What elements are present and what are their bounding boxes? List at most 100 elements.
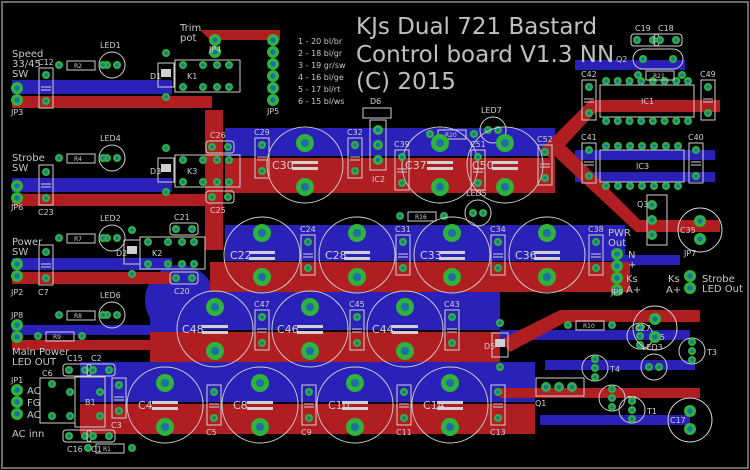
component-label: C34 xyxy=(490,225,506,234)
drill-hole xyxy=(270,61,276,67)
drill-hole xyxy=(212,390,216,394)
capacitor-outline xyxy=(537,144,553,186)
strobe-label-2: SW xyxy=(12,163,28,174)
capacitor-plate xyxy=(439,257,465,260)
component-label: C13 xyxy=(490,428,506,437)
component-label: C3 xyxy=(111,421,122,430)
diode-body xyxy=(157,62,175,88)
capacitor-plate xyxy=(292,167,318,170)
drill-hole xyxy=(614,251,620,257)
component-label: C49 xyxy=(700,70,716,79)
drill-hole xyxy=(270,37,276,43)
resistor-body xyxy=(575,320,605,331)
component-label: C9 xyxy=(301,428,312,437)
drill-hole xyxy=(14,273,20,279)
drill-hole xyxy=(257,228,267,238)
drill-hole xyxy=(117,409,121,413)
drill-hole xyxy=(638,334,642,338)
drill-hole xyxy=(307,390,311,394)
drill-hole xyxy=(652,184,656,188)
component-label: C42 xyxy=(581,70,597,79)
drill-hole xyxy=(227,180,231,184)
capacitor-plate xyxy=(344,257,370,260)
component-label: C24 xyxy=(300,225,316,234)
capacitor-plate xyxy=(492,161,518,164)
component-label: C12 xyxy=(38,58,54,67)
drill-hole xyxy=(676,144,680,148)
drill-hole xyxy=(450,315,454,319)
component-label: C5 xyxy=(206,428,217,437)
component-label: JP4 xyxy=(208,45,221,54)
drill-hole xyxy=(435,138,445,148)
capacitor-plate xyxy=(437,407,463,410)
title-line-3: (C) 2015 xyxy=(356,69,456,95)
electrolytic-capacitor-outline xyxy=(411,366,489,444)
drill-hole xyxy=(44,250,48,254)
drill-hole xyxy=(400,181,404,185)
drill-hole xyxy=(44,276,48,280)
component-label: LED3 xyxy=(642,343,663,352)
drill-hole xyxy=(305,346,315,356)
component-label: C14 xyxy=(423,399,445,412)
drill-hole xyxy=(350,378,360,388)
drill-hole xyxy=(636,73,640,77)
drill-hole xyxy=(14,322,20,328)
electrolytic-capacitor-outline xyxy=(223,216,301,294)
capacitor-plate xyxy=(427,167,453,170)
component-label: R21 xyxy=(653,73,665,80)
capacitor-plate xyxy=(297,325,323,328)
drill-hole xyxy=(36,334,40,338)
drill-hole xyxy=(174,276,178,280)
capacitor-outline xyxy=(254,137,270,179)
component-label: C19 xyxy=(635,24,651,33)
capacitor-outline xyxy=(169,222,199,236)
drill-hole xyxy=(352,272,362,282)
drill-hole xyxy=(57,236,61,240)
drill-hole xyxy=(400,155,404,159)
drill-hole xyxy=(270,85,276,91)
component-label: C39 xyxy=(394,140,410,149)
ac-pin-1: AC xyxy=(27,386,41,397)
drill-hole xyxy=(694,174,698,178)
drill-hole xyxy=(257,272,267,282)
drill-hole xyxy=(260,143,264,147)
capacitor-plate xyxy=(534,251,560,254)
component-label: C37 xyxy=(405,159,427,172)
electrolytic-capacitor-outline xyxy=(318,216,396,294)
component-label: R10 xyxy=(583,323,595,330)
drill-hole xyxy=(14,97,20,103)
component-label: C46 xyxy=(277,323,299,336)
drill-hole xyxy=(594,240,598,244)
electrolytic-capacitor-outline xyxy=(466,126,544,204)
wire-legend-item: 1 - 20 bl/br xyxy=(298,37,343,46)
drill-hole xyxy=(445,422,455,432)
drill-hole xyxy=(192,262,196,266)
drill-hole xyxy=(498,365,502,369)
component-label: C4 xyxy=(138,399,153,412)
pwr-pin-n: N xyxy=(628,250,635,261)
drill-hole xyxy=(227,63,231,67)
drill-hole xyxy=(226,145,230,149)
drill-hole xyxy=(657,365,661,369)
drill-hole xyxy=(604,144,608,148)
drill-hole xyxy=(402,416,406,420)
drill-hole xyxy=(639,119,643,123)
electrolytic-capacitor-outline xyxy=(508,216,586,294)
component-label: Q2 xyxy=(616,55,627,64)
capacitor-plate xyxy=(247,407,273,410)
drill-hole xyxy=(215,158,219,162)
capacitor-outline xyxy=(581,142,597,184)
drill-hole xyxy=(201,158,205,162)
component-label: C45 xyxy=(349,300,365,309)
capacitor-outline xyxy=(581,79,597,121)
drill-hole xyxy=(664,144,668,148)
drill-hole xyxy=(101,63,105,67)
resistor-body xyxy=(45,331,75,342)
drill-hole xyxy=(107,434,111,438)
drill-hole xyxy=(180,240,184,244)
diode-body xyxy=(157,157,175,183)
drill-hole xyxy=(300,182,310,192)
drill-hole xyxy=(212,49,218,55)
drill-hole xyxy=(442,214,446,218)
electrolytic-capacitor-outline xyxy=(366,290,444,368)
